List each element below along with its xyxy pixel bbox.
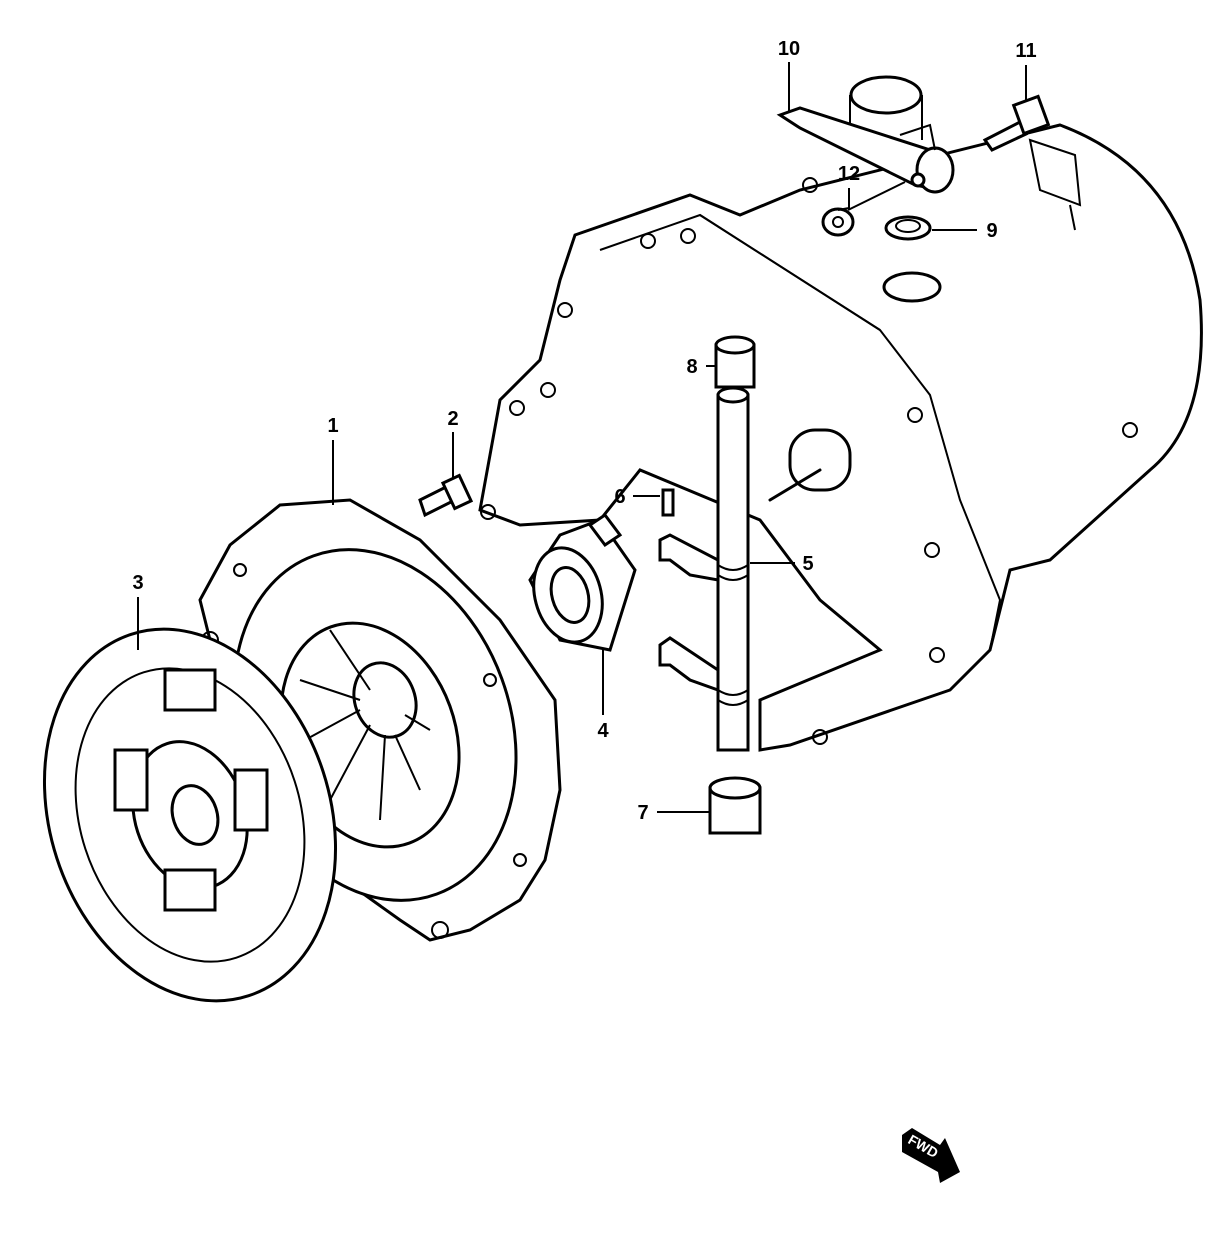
forward-arrow-icon: FWD <box>902 1128 960 1183</box>
bolt-lever <box>982 94 1051 152</box>
nut <box>821 207 855 237</box>
callout-2: 2 <box>447 408 458 430</box>
leader-lines <box>137 62 1027 813</box>
bushing-upper <box>714 335 756 389</box>
release-shaft <box>658 386 750 752</box>
callout-4: 4 <box>597 720 609 742</box>
release-lever <box>776 106 955 194</box>
callout-12: 12 <box>838 163 860 185</box>
callout-11: 11 <box>1015 40 1036 62</box>
callout-7: 7 <box>637 802 648 824</box>
callout-1: 1 <box>327 415 338 437</box>
callout-5: 5 <box>802 553 813 575</box>
clutch-disc <box>42 627 338 1003</box>
bushing-lower <box>708 776 762 835</box>
callout-9: 9 <box>986 220 997 242</box>
callout-8: 8 <box>686 356 697 378</box>
callout-6: 6 <box>614 486 625 508</box>
transmission-case <box>478 75 1203 752</box>
release-bearing <box>528 512 637 652</box>
oil-seal <box>884 215 932 241</box>
bolt <box>418 473 474 518</box>
callout-3: 3 <box>132 572 143 594</box>
pin <box>661 488 675 517</box>
callout-10: 10 <box>778 38 800 60</box>
